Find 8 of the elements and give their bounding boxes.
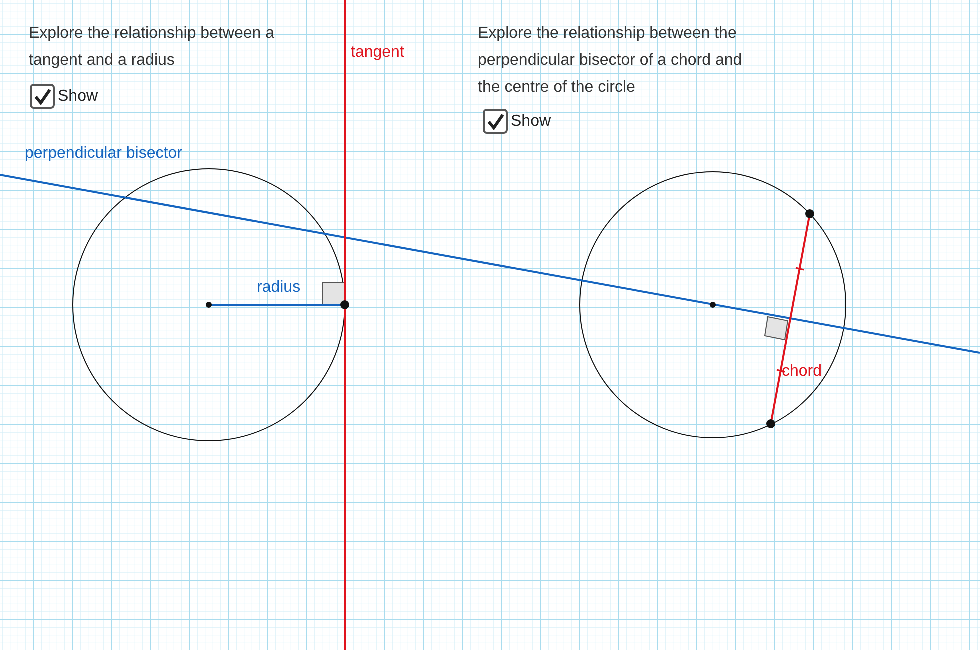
chord-label: chord: [782, 362, 822, 382]
checkbox-label: Show: [58, 86, 98, 106]
checkbox-label: Show: [511, 112, 552, 132]
radius-label: radius: [257, 278, 301, 298]
instruction-text: Explore the relationship between a tangent and a radius: [29, 24, 276, 71]
instruction-text: Explore the relationship between the perpendicular bisector of a chord and the centre of the circle: [478, 24, 744, 98]
tangent-label: tangent: [351, 43, 404, 63]
bisector-label: perpendicular bisector: [25, 144, 182, 164]
